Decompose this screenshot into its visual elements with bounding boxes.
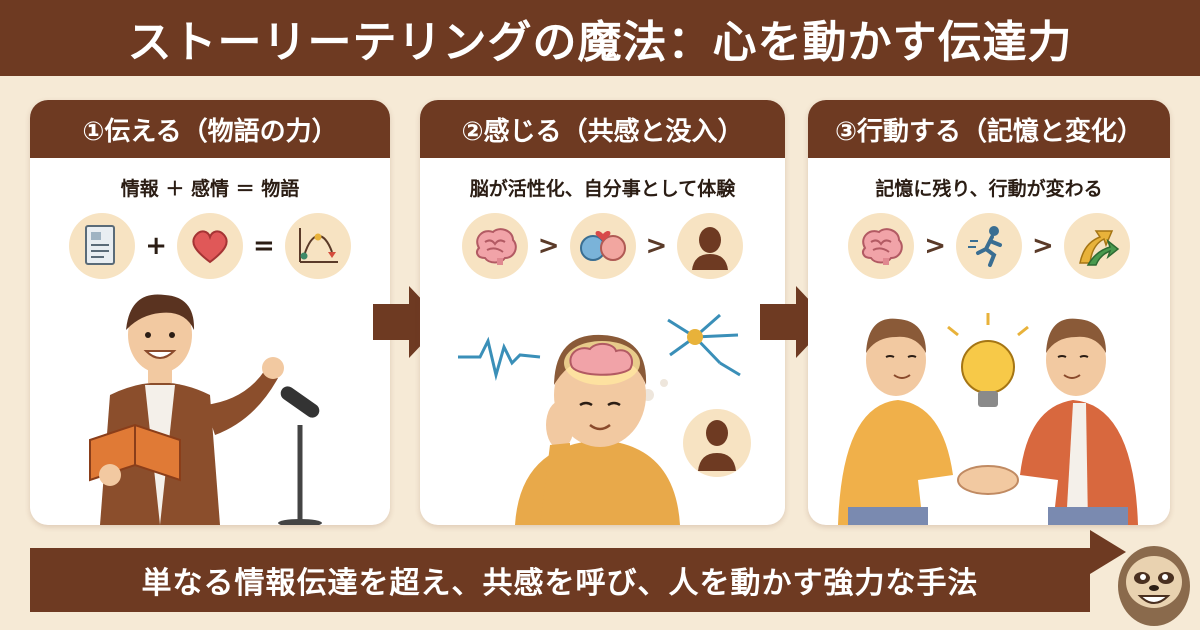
story-arc-icon: [284, 213, 351, 279]
icon-row: > >: [420, 213, 785, 279]
card-subtitle: 情報 ＋ 感情 ＝ 物語: [120, 178, 300, 200]
brain-icon: [461, 213, 528, 279]
card-act: ③行動する（記憶と変化） 記憶に残り、行動が変わる > >: [808, 100, 1170, 525]
light-bulb-icon: [947, 313, 1029, 407]
card-tell: ①伝える（物語の力） 情報 ＋ 感情 ＝ 物語 + =: [30, 100, 390, 525]
document-icon: [69, 213, 136, 279]
brain-icon: [848, 213, 915, 279]
equals-operator: =: [253, 231, 275, 261]
empathy-illustration: [458, 313, 751, 525]
card-subtitle: 記憶に残り、行動が変わる: [875, 178, 1103, 200]
page-title: ストーリーテリングの魔法：心を動かす伝達力: [127, 17, 1073, 68]
chevron-right-icon: >: [1032, 231, 1054, 261]
running-person-icon: [956, 213, 1022, 279]
growth-arrows-icon: [1063, 213, 1130, 279]
person-silhouette-icon: [677, 213, 744, 279]
sloth-mascot-icon: [1118, 546, 1190, 626]
banner-arrow-tip: [1090, 530, 1126, 574]
summary-text: 単なる情報伝達を超え、共感を呼び、人を動かす強力な手法: [141, 566, 979, 601]
card-header: ①伝える（物語の力）: [30, 100, 390, 158]
card-subtitle: 脳が活性化、自分事として体験: [469, 178, 736, 200]
summary-banner: 単なる情報伝達を超え、共感を呼び、人を動かす強力な手法: [30, 548, 1090, 612]
handshake-illustration: [838, 313, 1138, 525]
presenter-illustration: [89, 294, 322, 525]
chevron-right-icon: >: [537, 231, 560, 261]
heart-icon: [177, 213, 243, 279]
chevron-right-icon: >: [924, 231, 946, 261]
chevron-right-icon: >: [645, 231, 668, 261]
title-bar: ストーリーテリングの魔法：心を動かす伝達力: [0, 0, 1200, 76]
card-header: ③行動する（記憶と変化）: [808, 100, 1170, 158]
icon-row: + =: [30, 213, 390, 279]
plus-operator: +: [145, 231, 167, 261]
icon-row: > >: [808, 213, 1170, 279]
card-header: ②感じる（共感と没入）: [420, 100, 785, 158]
card-feel: ②感じる（共感と没入） 脳が活性化、自分事として体験 > >: [420, 100, 785, 525]
empathy-heads-icon: [569, 213, 636, 279]
